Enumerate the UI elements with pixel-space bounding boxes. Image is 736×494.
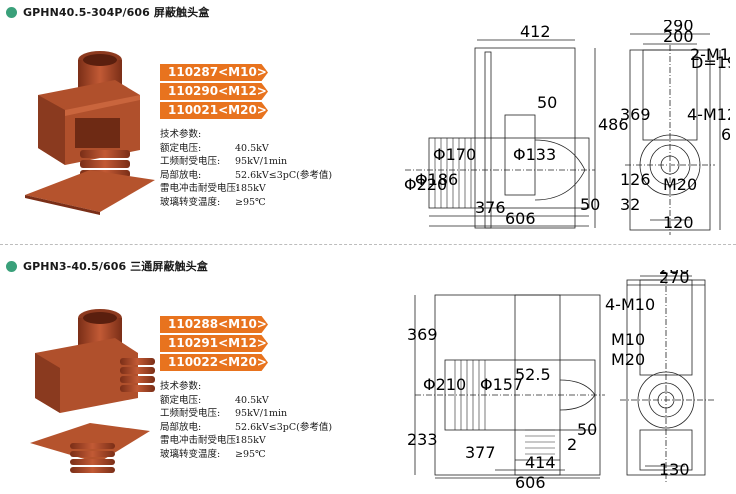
svg-text:377: 377 [465, 443, 496, 462]
svg-text:130: 130 [659, 460, 690, 479]
spec-row: 玻璃转变温度:≥95℃ [160, 196, 266, 208]
svg-text:M20: M20 [611, 350, 645, 369]
svg-text:52.5: 52.5 [515, 365, 551, 384]
svg-text:M10: M10 [611, 330, 645, 349]
svg-text:4-M12: 4-M12 [687, 105, 730, 124]
svg-text:290: 290 [663, 20, 694, 35]
section-header: GPHN40.5-304P/606 屏蔽触头盒 [6, 4, 209, 20]
svg-text:50: 50 [577, 420, 597, 439]
spec-row: 工频耐受电压:95kV/1min [160, 156, 288, 167]
product-title: GPHN40.5-304P/606 屏蔽触头盒 [23, 6, 210, 19]
svg-text:412: 412 [520, 22, 551, 41]
svg-text:32: 32 [620, 195, 640, 214]
svg-text:376: 376 [475, 198, 506, 217]
spec-row: 额定电压:40.5kV [160, 142, 269, 154]
order-code-m10: 110287<M10> [160, 64, 268, 81]
svg-text:Φ170: Φ170 [433, 145, 476, 164]
spec-row: 工频耐受电压:95kV/1min [160, 408, 288, 419]
order-code-list: 110288<M10> 110291<M12> 110022<M20> [160, 316, 268, 373]
svg-text:200: 200 [663, 27, 694, 46]
svg-text:Φ210: Φ210 [423, 375, 466, 394]
order-code-m10: 110288<M10> [160, 316, 268, 333]
order-code-m12: 110290<M12> [160, 83, 268, 100]
spec-row: 雷电冲击耐受电压:185kV [160, 183, 266, 194]
spec-row: 局部放电:52.6kV≤3pC(参考值) [160, 169, 333, 181]
specs-heading: 技术参数: [160, 129, 202, 140]
svg-text:Φ133: Φ133 [513, 145, 556, 164]
order-code-list: 110287<M10> 110290<M12> 110021<M20> [160, 64, 268, 121]
svg-text:486: 486 [598, 115, 629, 134]
svg-text:658: 658 [721, 125, 730, 144]
svg-text:4-M10: 4-M10 [605, 295, 655, 314]
svg-text:2-M10: 2-M10 [690, 45, 730, 64]
svg-text:M20: M20 [663, 175, 697, 194]
section-header: GPHN3-40.5/606 三通屏蔽触头盒 [6, 258, 208, 274]
svg-text:Φ157: Φ157 [480, 375, 523, 394]
svg-text:369: 369 [620, 105, 651, 124]
svg-text:50: 50 [580, 195, 600, 214]
svg-text:606: 606 [505, 209, 536, 228]
svg-text:2: 2 [567, 435, 577, 454]
spec-row: 雷电冲击耐受电压:185kV [160, 435, 266, 446]
specs-heading: 技术参数: [160, 381, 202, 392]
product-photo [25, 51, 155, 215]
technical-drawing: 369 233 377 414 606 52.5 50 2 Φ210 Φ157 … [407, 270, 715, 492]
order-code-m20: 110021<M20> [160, 102, 268, 119]
tech-specs: 技术参数: 额定电压:40.5kV 工频耐受电压:95kV/1min 局部放电:… [160, 380, 332, 461]
svg-text:Φ186: Φ186 [415, 170, 458, 189]
svg-text:D=19: D=19 [691, 53, 730, 72]
svg-text:233: 233 [407, 430, 438, 449]
tech-specs: 技术参数: 额定电压:40.5kV 工频耐受电压:95kV/1min 局部放电:… [160, 128, 332, 209]
section-divider [0, 244, 736, 245]
svg-text:606: 606 [515, 473, 546, 492]
spec-row: 额定电压:40.5kV [160, 394, 269, 406]
order-code-m20: 110022<M20> [160, 354, 268, 371]
svg-text:369: 369 [407, 325, 438, 344]
svg-text:Φ220: Φ220 [404, 175, 447, 194]
bullet-icon [6, 6, 17, 18]
spec-row: 玻璃转变温度:≥95℃ [160, 448, 266, 460]
svg-text:200: 200 [659, 270, 690, 278]
svg-text:270: 270 [659, 270, 690, 287]
technical-drawing: 412 376 606 50 50 486 Φ220 Φ186 Φ170 Φ13… [404, 20, 730, 235]
svg-text:50: 50 [537, 93, 557, 112]
svg-text:126: 126 [620, 170, 651, 189]
svg-text:414: 414 [525, 453, 556, 472]
bullet-icon [6, 260, 17, 272]
spec-row: 局部放电:52.6kV≤3pC(参考值) [160, 421, 333, 433]
order-code-m12: 110291<M12> [160, 335, 268, 352]
svg-text:120: 120 [663, 213, 694, 232]
product-section-1: GPHN40.5-304P/606 屏蔽触头盒 110287<M10> 1102… [0, 0, 736, 245]
product-photo [30, 309, 155, 473]
product-section-2: GPHN3-40.5/606 三通屏蔽触头盒 110288<M10> 11029… [0, 248, 736, 494]
product-title: GPHN3-40.5/606 三通屏蔽触头盒 [23, 260, 208, 273]
